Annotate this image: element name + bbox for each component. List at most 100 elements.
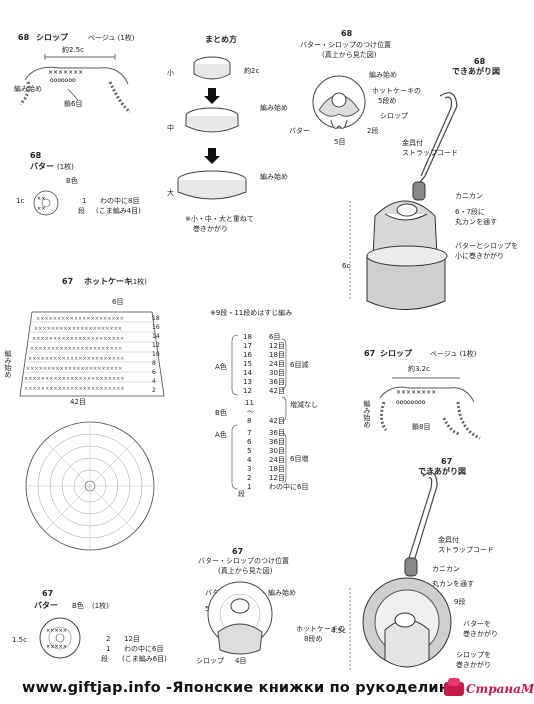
strap-label-2: ストラップコード xyxy=(438,546,494,554)
color-label: B色 xyxy=(66,177,78,185)
row-1-num: 1 xyxy=(106,645,111,653)
row-num: 11 xyxy=(245,399,254,407)
section-num: 68 xyxy=(341,29,353,38)
row-num: 10 xyxy=(152,351,160,358)
hotcake-67-chart: ××××××××××××××××××××× ××××××××××××××××××… xyxy=(19,311,165,551)
row-1-value: わの中に6目 xyxy=(124,645,164,653)
svg-text:××: ×× xyxy=(37,196,45,202)
row-9-label: 9段 xyxy=(454,598,466,606)
section-title: シロップ xyxy=(380,349,412,358)
finished-68-diagram xyxy=(349,92,458,310)
arrow-down-icon xyxy=(204,88,220,104)
row-num: 15 xyxy=(243,360,252,368)
height-label: 1.5c xyxy=(12,636,27,644)
butter-68-chart: ×××× xyxy=(33,190,59,216)
row-count: 42目 xyxy=(269,387,285,395)
note-1: ※小・中・大と重ねて xyxy=(185,215,254,223)
section-sub: (1枚) xyxy=(57,163,74,171)
color-b: B色 xyxy=(215,409,227,417)
row-count: 36目 xyxy=(269,429,285,437)
section-num: 68 xyxy=(474,57,486,66)
ring-label: 6・7段に xyxy=(455,208,485,216)
row-num: ～ xyxy=(247,408,254,416)
row-num: 14 xyxy=(243,369,252,377)
table-note: ※9段・11段めはすじ編み xyxy=(210,309,293,317)
section-title: ホットケーキ xyxy=(84,277,132,286)
section-num: 68 xyxy=(30,151,42,160)
chain-label: 鎖6目 xyxy=(64,100,83,108)
row-count: 24目 xyxy=(269,456,285,464)
position-68-diagram xyxy=(312,75,366,129)
row-1-value-2: (こま編み6目) xyxy=(122,655,167,663)
row-2-label: 2段 xyxy=(367,127,379,135)
row-num: 5 xyxy=(247,447,252,455)
color-label: B色 xyxy=(72,602,84,610)
ring-label-2: 丸カンを通す xyxy=(455,218,497,226)
start-label-2: 編み始め xyxy=(260,173,288,181)
dan-label: 段 xyxy=(101,655,108,663)
section-title: バター・シロップのつけ位置 xyxy=(300,41,391,49)
row-num: 1 xyxy=(247,483,252,491)
section-num: 67 xyxy=(232,547,244,556)
dec-label: 6目減 xyxy=(290,361,309,369)
kan-label: カニカン xyxy=(432,565,460,573)
section-sub: (真上から見た図) xyxy=(218,567,273,575)
section-num: 67 xyxy=(364,349,376,358)
svg-text:××××××××: ×××××××× xyxy=(396,389,436,396)
svg-text:×××××: ××××× xyxy=(46,644,67,650)
svg-text:×××××××××××××××××××××: ××××××××××××××××××××× xyxy=(34,326,122,332)
syrup-label-2: 巻きかがり xyxy=(456,661,491,669)
svg-text:×××××××××××××××××××××: ××××××××××××××××××××× xyxy=(36,316,124,322)
section-title: できあがり図 xyxy=(452,67,500,76)
row-num: 2 xyxy=(247,474,252,482)
syrup-68-chart: ××××××× ooooooo xyxy=(20,54,131,114)
row-num: 16 xyxy=(243,351,252,359)
footer-url[interactable]: www.giftjap.info -Японские книжки по рук… xyxy=(22,680,454,696)
strap-label-2: ストラップコード xyxy=(402,149,458,157)
row-count: 30目 xyxy=(269,369,285,377)
butter-label: バターを xyxy=(463,620,491,628)
syrup-label: シロップ xyxy=(380,112,408,120)
svg-text:×××××××××××××××××××××××: ××××××××××××××××××××××× xyxy=(28,356,124,362)
row-num: 16 xyxy=(152,324,160,331)
bottom-count: 42目 xyxy=(70,398,86,406)
size-small: 小 xyxy=(167,69,174,77)
footer-bar: www.giftjap.info -Японские книжки по рук… xyxy=(0,676,534,700)
syrup-67-chart: ×××××××× oooooooo xyxy=(379,377,481,440)
row-num: 7 xyxy=(247,429,252,437)
height-label: 4.5c xyxy=(331,627,346,635)
matome-diagram xyxy=(177,56,247,200)
size-mid: 中 xyxy=(167,124,174,132)
ring-label-2: (こま編み4目) xyxy=(96,207,141,215)
row-count: わの中に6目 xyxy=(269,483,309,491)
hk-label: ホットケーキの xyxy=(372,87,421,95)
height-label: 1c xyxy=(16,197,25,205)
section-title: まとめ方 xyxy=(205,35,237,44)
svg-text:××××××××××××××××××××××: ×××××××××××××××××××××× xyxy=(30,346,122,352)
start-label: 編み始め xyxy=(14,85,42,93)
size-label: 約2c xyxy=(244,67,260,75)
row-num: 6 xyxy=(152,369,156,376)
row-num: 12 xyxy=(152,342,160,349)
row-num: 13 xyxy=(243,378,252,386)
svg-text:oooooooo: oooooooo xyxy=(396,399,426,406)
row-num: 14 xyxy=(152,333,160,340)
hk-label-2: 5段め xyxy=(378,97,397,105)
nochange-label: 増減なし xyxy=(290,401,318,409)
svg-text:××××××××××××××××××××××××: ×××××××××××××××××××××××× xyxy=(24,386,125,392)
section-title: バター・シロップのつけ位置 xyxy=(198,557,289,565)
dan-label: 段 xyxy=(238,490,245,498)
kan-label: カニカン xyxy=(455,192,483,200)
butter-67-chart: ××××× ××××× xyxy=(39,617,81,659)
row-num: 3 xyxy=(247,465,252,473)
syrup-label: シロップ xyxy=(196,657,224,665)
dan-label: 段 xyxy=(78,207,85,215)
row-count: 36目 xyxy=(269,378,285,386)
hk-label: ホットケーキの xyxy=(296,625,345,633)
row-numbers: 18 16 14 12 10 8 6 4 2 xyxy=(152,316,166,396)
size-large: 大 xyxy=(167,189,174,197)
position-67-diagram xyxy=(207,581,273,655)
row-num: 12 xyxy=(243,387,252,395)
section-sub: (1枚) xyxy=(130,278,147,286)
row-num: 8 xyxy=(247,417,252,425)
